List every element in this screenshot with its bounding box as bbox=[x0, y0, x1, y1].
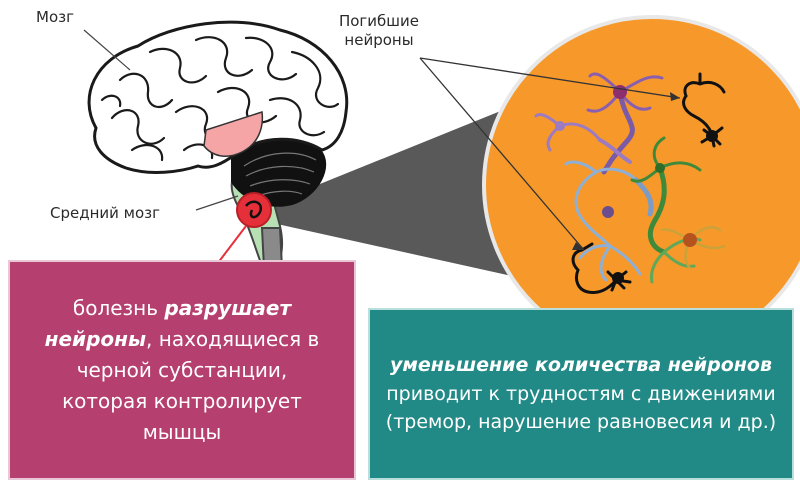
consequence-info-text: уменьшение количества нейронов приводит … bbox=[384, 351, 778, 437]
disease-info-text: болезнь разрушает нейроны, находящиеся в … bbox=[32, 293, 332, 448]
label-midbrain: Средний мозг bbox=[50, 204, 161, 222]
midbrain-pointer bbox=[195, 195, 239, 211]
neuron-purple bbox=[534, 72, 664, 175]
label-dead-neurons-line2: нейроны bbox=[344, 30, 414, 49]
neuron-yellow bbox=[660, 226, 726, 270]
disease-text-1: болезнь bbox=[72, 295, 165, 320]
disease-info-box: болезнь разрушает нейроны, находящиеся в … bbox=[8, 260, 356, 480]
disease-text-destroys: разрушает bbox=[164, 295, 292, 320]
brain-gyri bbox=[100, 36, 340, 162]
label-dead-neurons-line1: Погибшие bbox=[338, 12, 420, 30]
brain-pointer bbox=[83, 29, 131, 71]
dead-pointer-2 bbox=[419, 57, 585, 251]
dead-pointer-1 bbox=[419, 57, 681, 99]
consequence-info-box: уменьшение количества нейронов приводит … bbox=[368, 308, 794, 480]
neuron-blue bbox=[564, 160, 654, 282]
disease-text-rest: , находящиеся в черной субстанции, котор… bbox=[62, 326, 320, 444]
pink-region bbox=[203, 111, 264, 158]
consequence-text-emphasis: уменьшение количества нейронов bbox=[390, 354, 772, 377]
consequence-text-rest: приводит к трудностям с движениями (трем… bbox=[385, 382, 777, 434]
label-brain: Мозг bbox=[36, 8, 74, 26]
label-dead-neurons: Погибшие нейроны bbox=[326, 12, 432, 50]
cerebrum bbox=[87, 20, 349, 174]
substantia-nigra-marker bbox=[236, 192, 272, 228]
disease-text-neurons: нейроны bbox=[44, 326, 147, 351]
